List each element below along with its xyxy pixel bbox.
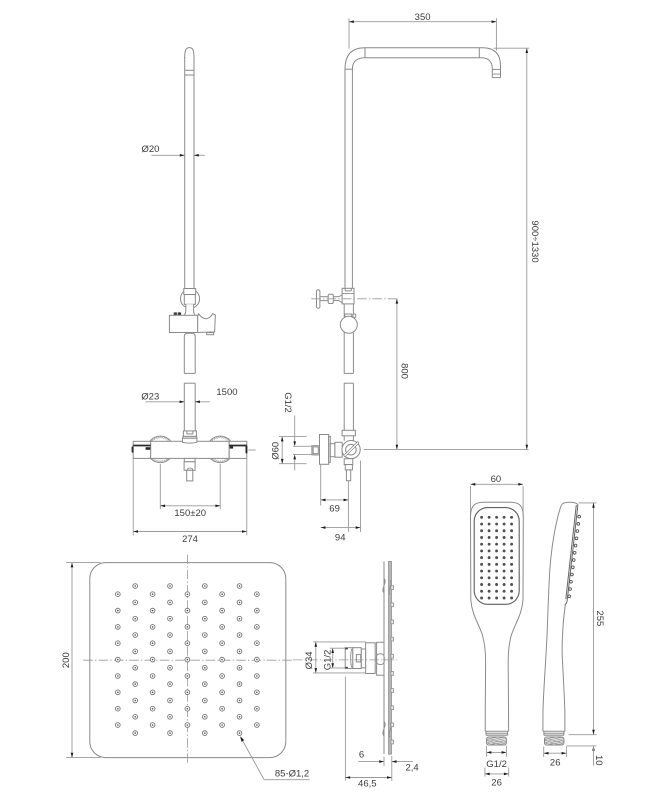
svg-text:Ø20: Ø20 xyxy=(142,144,160,155)
svg-text:274: 274 xyxy=(182,534,198,545)
svg-text:350: 350 xyxy=(415,12,431,23)
svg-text:26: 26 xyxy=(550,757,561,768)
svg-text:94: 94 xyxy=(335,532,346,543)
svg-text:255: 255 xyxy=(594,610,605,626)
svg-text:1500: 1500 xyxy=(216,387,237,398)
svg-text:85-Ø1,2: 85-Ø1,2 xyxy=(275,769,309,780)
svg-text:10: 10 xyxy=(593,755,604,766)
svg-text:69: 69 xyxy=(329,504,340,515)
svg-text:150±20: 150±20 xyxy=(174,508,206,519)
svg-text:G1/2: G1/2 xyxy=(282,392,293,413)
svg-text:6: 6 xyxy=(359,750,364,761)
svg-text:60: 60 xyxy=(491,474,502,485)
svg-text:26: 26 xyxy=(491,778,502,789)
svg-text:800: 800 xyxy=(399,363,410,379)
svg-text:G1/2: G1/2 xyxy=(486,759,507,770)
svg-text:46,5: 46,5 xyxy=(358,778,377,789)
svg-text:Ø60: Ø60 xyxy=(270,442,281,460)
svg-text:200: 200 xyxy=(61,652,72,668)
svg-text:G1/2: G1/2 xyxy=(322,650,333,671)
svg-text:Ø23: Ø23 xyxy=(141,391,159,402)
svg-text:Ø34: Ø34 xyxy=(304,651,315,669)
svg-text:2,4: 2,4 xyxy=(405,763,418,774)
svg-text:900÷1330: 900÷1330 xyxy=(529,220,540,262)
